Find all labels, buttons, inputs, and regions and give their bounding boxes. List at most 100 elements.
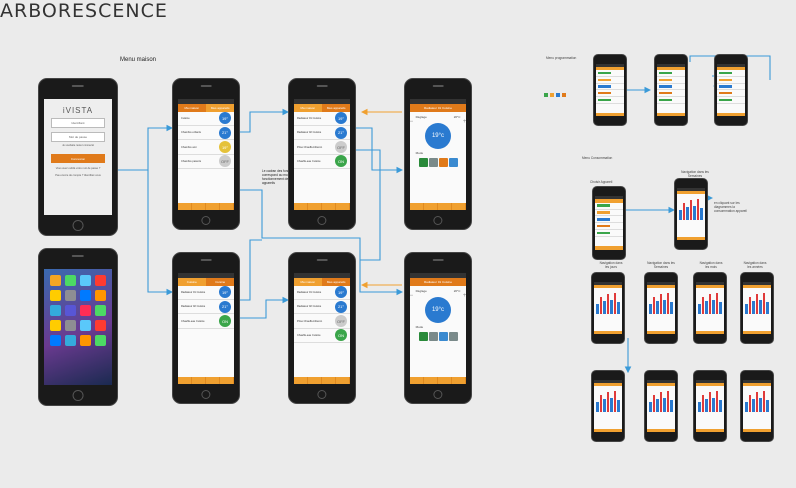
- dial-chauffe-eau-b[interactable]: ON: [218, 315, 231, 328]
- dial-prise[interactable]: OFF: [334, 141, 347, 154]
- connect-button[interactable]: Connexion: [51, 154, 105, 164]
- app-icon[interactable]: [80, 289, 92, 301]
- room-chambre-ami[interactable]: Chambre ami: [181, 145, 197, 149]
- forgot-password-link[interactable]: Vous avez oublié votre mot de passe ?: [55, 167, 101, 171]
- mode-person-icon-b[interactable]: [448, 331, 458, 341]
- app-icon[interactable]: [49, 304, 61, 316]
- mode-clock-icon[interactable]: [428, 157, 438, 167]
- device-chauffe-eau-c[interactable]: Chauffe-eau Cuisine: [297, 333, 321, 337]
- dial-radiateur-02[interactable]: 21°: [334, 126, 347, 139]
- phone-mini: [591, 370, 625, 442]
- mode-label-b: Mode: [415, 324, 424, 329]
- dial-chambre-ami[interactable]: 19°: [218, 141, 231, 154]
- app-icon[interactable]: [64, 289, 76, 301]
- dial-cuisine[interactable]: 19°: [218, 112, 231, 125]
- plus-button[interactable]: +: [462, 118, 467, 125]
- app-icon[interactable]: [95, 335, 107, 347]
- minus-button[interactable]: −: [409, 118, 414, 125]
- app-icon[interactable]: [80, 274, 92, 286]
- dial-chambre-parents[interactable]: OFF: [218, 155, 231, 168]
- tab-appareils-2[interactable]: Mes appareils: [322, 104, 351, 112]
- device-radiateur-02-c[interactable]: Radiateur 02 Cuisine: [297, 305, 322, 309]
- device-radiateur-01-b[interactable]: Radiateur 01 Cuisine: [181, 290, 206, 294]
- tab-maison-2[interactable]: Ma maison: [300, 105, 316, 110]
- annotation-room-mode: Le cadran des fonds correspond au mode d…: [262, 169, 296, 185]
- minus-button-b[interactable]: −: [409, 292, 414, 299]
- phone-ma-maison: Ma maison Mes appareils Cuisine 19° Chambr…: [172, 78, 240, 230]
- app-icon[interactable]: [64, 319, 76, 331]
- dial-chambre-enfants[interactable]: 21°: [218, 126, 231, 139]
- app-icon[interactable]: [64, 304, 76, 316]
- app-icon[interactable]: [95, 274, 107, 286]
- app-icon[interactable]: [80, 304, 92, 316]
- login-id-field[interactable]: Identifiant: [51, 118, 105, 129]
- app-icon[interactable]: [95, 289, 107, 301]
- phone-mini: [591, 272, 625, 344]
- annotation-choisir-appareil: Choisir Appareil: [590, 180, 613, 184]
- page-title: ARBORESCENCE: [0, 0, 168, 22]
- app-icon[interactable]: [95, 304, 107, 316]
- room-chambre-enfants[interactable]: Chambre enfants: [181, 131, 201, 135]
- app-icon[interactable]: [80, 335, 92, 347]
- annotation-nav-semaines: Navigation dans les Semaines: [647, 261, 675, 269]
- reglage-label: Réglage: [415, 114, 427, 119]
- device-prise[interactable]: Prise Chauffe-biberon: [297, 145, 323, 149]
- device-radiateur-01[interactable]: Radiateur 01 Cuisine: [297, 116, 322, 120]
- app-icon[interactable]: [95, 319, 107, 331]
- programmation-legend: [544, 93, 566, 97]
- temperature-dial-b[interactable]: 19°c: [425, 296, 451, 323]
- dial-chauffe-eau-c[interactable]: ON: [334, 329, 347, 342]
- app-icon[interactable]: [64, 274, 76, 286]
- phone-mini: [592, 186, 626, 260]
- dial-radiateur-02-b[interactable]: 21°: [218, 300, 231, 313]
- temperature-dial[interactable]: 19°c: [425, 122, 451, 149]
- mode-frost-icon-b[interactable]: [438, 331, 448, 341]
- app-icon[interactable]: [49, 335, 61, 347]
- connector-login-appareils: [147, 170, 174, 296]
- dial-radiateur-01-b[interactable]: 19°: [218, 286, 231, 299]
- device-prise-c[interactable]: Prise Chauffe-biberon: [297, 319, 323, 323]
- device-radiateur-02-b[interactable]: Radiateur 02 Cuisine: [181, 305, 206, 309]
- room-chambre-parents[interactable]: Chambre parents: [181, 159, 202, 163]
- phone-mini: [740, 272, 774, 344]
- mode-eco-icon-b[interactable]: [418, 331, 428, 341]
- app-icon[interactable]: [80, 319, 92, 331]
- device-radiateur-01-c[interactable]: Radiateur 01 Cuisine: [297, 290, 322, 294]
- mode-clock-icon-b[interactable]: [428, 331, 438, 341]
- tab-appareils-3[interactable]: Mes appareils: [322, 278, 351, 286]
- reglage-label-b: Réglage: [415, 288, 427, 293]
- phone-mini: [714, 54, 748, 126]
- tab-cuisine[interactable]: Cuisine: [206, 278, 235, 286]
- connector-appareils-up: [238, 239, 262, 301]
- app-icon[interactable]: [49, 319, 61, 331]
- app-icon[interactable]: [64, 335, 76, 347]
- device-chauffe-eau[interactable]: Chauffe-eau Cuisine: [297, 159, 321, 163]
- app-icon[interactable]: [49, 274, 61, 286]
- dial-prise-c[interactable]: OFF: [334, 315, 347, 328]
- connector-maison-cross: [238, 189, 404, 296]
- device-chauffe-eau-b[interactable]: Chauffe-eau Cuisine: [181, 319, 205, 323]
- tab-ma-maison[interactable]: Ma maison: [177, 104, 206, 112]
- mode-frost-icon[interactable]: [448, 157, 458, 167]
- login-password-field[interactable]: Mot de passe: [51, 131, 105, 142]
- plus-button-b[interactable]: +: [462, 292, 467, 299]
- tab-maison-3[interactable]: Ma maison: [300, 279, 316, 284]
- mode-eco-icon[interactable]: [418, 157, 428, 167]
- phone-mini: [740, 370, 774, 442]
- remember-checkbox-label[interactable]: Je souhaite rester connecté: [62, 144, 94, 148]
- dial-radiateur-01[interactable]: 19°: [334, 112, 347, 125]
- tab-cuisine-back[interactable]: Cuisine: [186, 279, 197, 284]
- tab-equipement: Radiateur 01 Cuisine: [409, 104, 467, 112]
- device-radiateur-02[interactable]: Radiateur 02 Cuisine: [297, 131, 322, 135]
- app-icon[interactable]: [49, 289, 61, 301]
- dial-chauffe-eau[interactable]: ON: [334, 155, 347, 168]
- mode-comfort-icon[interactable]: [438, 157, 448, 167]
- dial-radiateur-01-c[interactable]: 19°: [334, 286, 347, 299]
- room-cuisine[interactable]: Cuisine: [181, 116, 190, 120]
- create-account-link[interactable]: Pas encore de compte ? Identifiez-vous: [55, 174, 101, 178]
- dial-radiateur-02-c[interactable]: 21°: [334, 300, 347, 313]
- phone-mini: [654, 54, 688, 126]
- tab-mes-appareils[interactable]: Mes appareils: [210, 105, 230, 110]
- annotation-nav-annees: Navigation dans les années: [743, 261, 767, 269]
